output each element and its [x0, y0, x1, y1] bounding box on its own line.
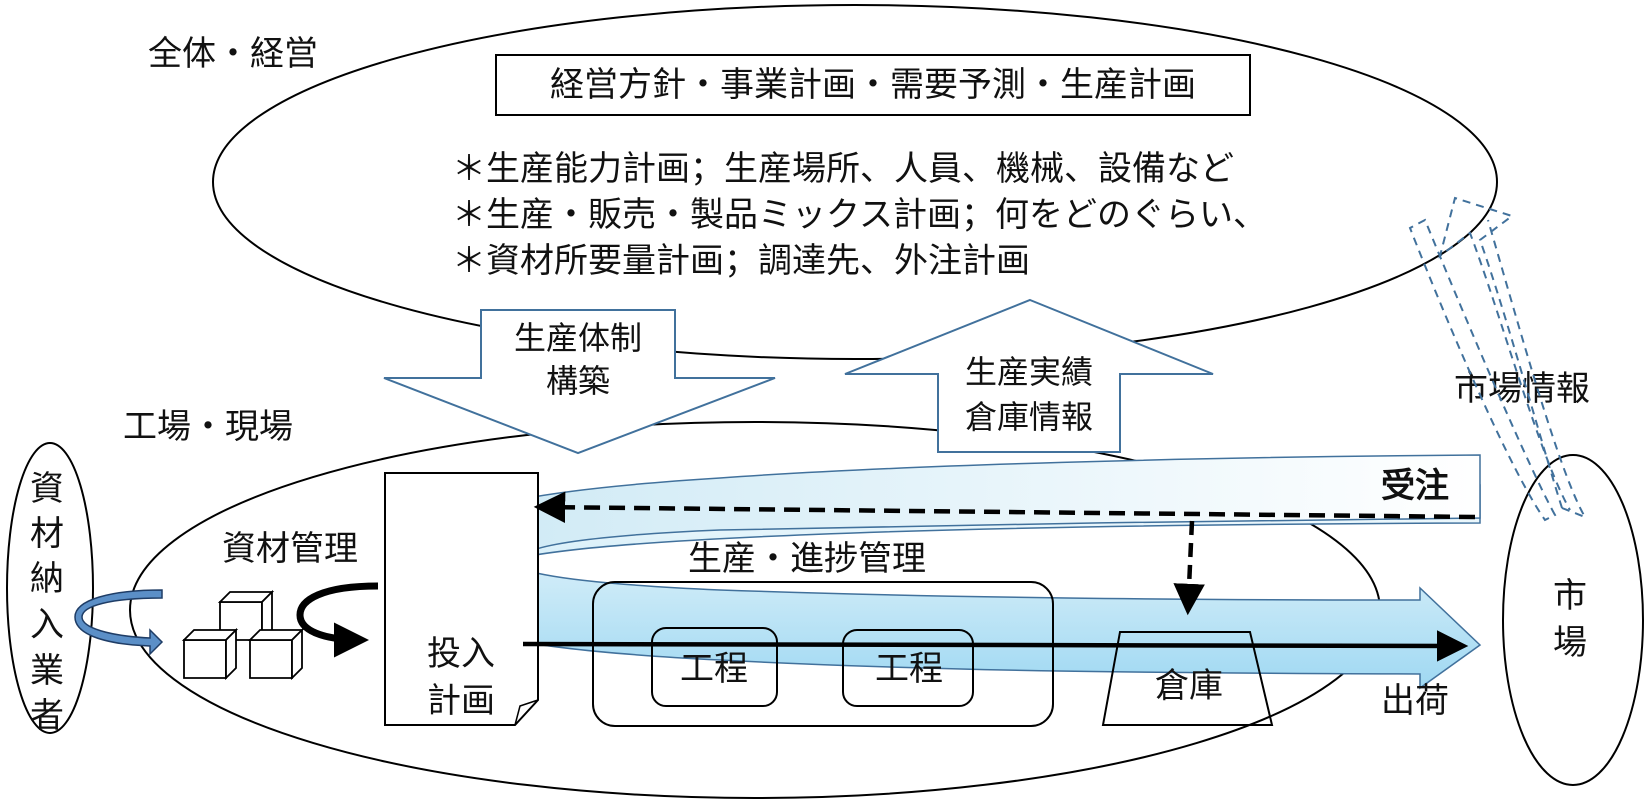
management-bullet: ＊生産能力計画；生産場所、人員、機械、設備など: [452, 149, 1234, 189]
management-bullet: ＊生産・販売・製品ミックス計画；何をどのぐらい、: [452, 195, 1267, 235]
up-arrow: [844, 298, 1214, 453]
input-plan-document: [384, 472, 539, 726]
process-label-1: 工程: [680, 649, 748, 689]
input-plan-text: 投入: [427, 634, 495, 674]
management-ellipse: [212, 4, 1498, 360]
supplier-char: 材: [30, 514, 64, 554]
down-arrow-text: 構築: [546, 362, 610, 400]
document-fold: [514, 699, 539, 726]
supplier-label: 資 材 納 入 業 者: [30, 469, 64, 736]
management-bullet: ＊資材所要量計画；調達先、外注計画: [452, 241, 1030, 281]
supplier-char: 納: [30, 559, 64, 599]
supplier-ellipse: [6, 442, 94, 734]
progress-management-label: 生産・進捗管理: [688, 539, 926, 579]
supplier-char: 業: [30, 651, 64, 691]
input-plan-text: 計画: [427, 681, 495, 721]
supplier-char: 入: [30, 605, 64, 645]
material-management-label: 資材管理: [222, 529, 358, 569]
plan-box-text: 経営方針・事業計画・需要予測・生産計画: [550, 65, 1196, 105]
down-arrow-text: 生産体制: [514, 319, 642, 357]
supply-curve-arrow: [74, 589, 164, 656]
order-dashed-line: [533, 491, 1476, 524]
cube: [181, 627, 239, 681]
down-arrow: [383, 309, 776, 455]
market-info-label: 市場情報: [1454, 369, 1590, 409]
material-cubes-icon: [181, 589, 305, 681]
plan-box: [495, 54, 1251, 116]
market-ellipse: [1502, 454, 1644, 786]
market-char: 市: [1553, 576, 1587, 616]
up-arrow-text: 倉庫情報: [965, 398, 1093, 436]
supplier-char: 者: [30, 696, 64, 736]
market-info-arrow: [1438, 196, 1588, 519]
supplier-char: 資: [30, 469, 64, 509]
management-label: 全体・経営: [148, 34, 318, 74]
market-char: 場: [1553, 623, 1587, 663]
progress-management-box: [592, 581, 1054, 727]
market-info-arrow-left: [1408, 218, 1557, 522]
process-box-2: [842, 629, 974, 707]
up-arrow-text: 生産実績: [965, 353, 1093, 391]
warehouse-dashed-line: [1173, 520, 1205, 616]
warehouse-shape: [1101, 631, 1274, 726]
shipping-flow-line: [522, 630, 1469, 662]
warehouse-label: 倉庫: [1155, 666, 1223, 706]
process-label-2: 工程: [875, 649, 943, 689]
material-to-plan-arrow: [296, 582, 379, 658]
shipping-label: 出荷: [1381, 681, 1449, 721]
factory-label: 工場・現場: [123, 407, 293, 447]
cube: [247, 627, 305, 681]
process-box-1: [651, 627, 778, 707]
order-label: 受注: [1381, 466, 1449, 506]
